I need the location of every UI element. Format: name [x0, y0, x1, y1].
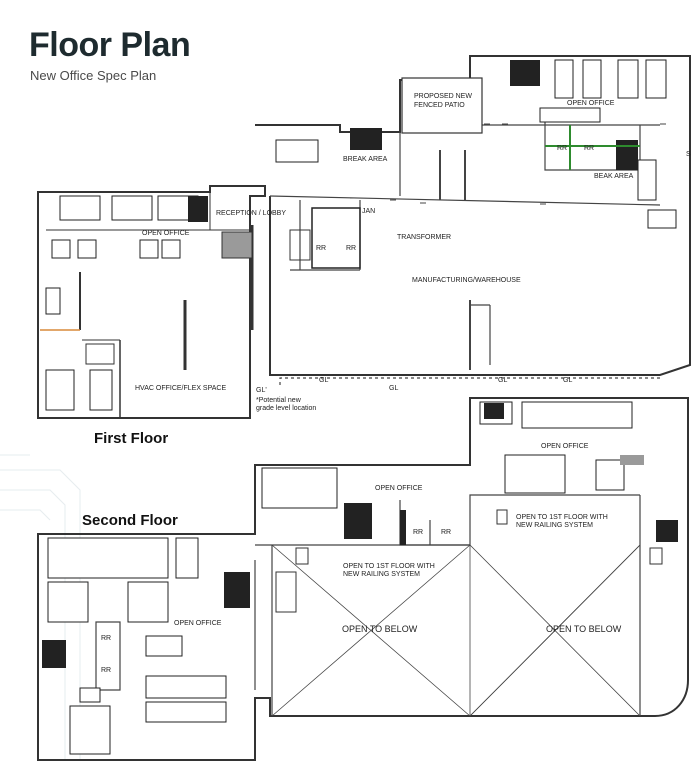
second-floor-interior	[95, 494, 641, 717]
page-subtitle: New Office Spec Plan	[30, 68, 157, 83]
first-floor-plan	[37, 55, 691, 419]
break-area-accent	[545, 125, 640, 170]
open-to-1st-left-line2: NEW RAILING SYSTEM	[343, 571, 420, 578]
second-floor-elevator	[295, 547, 309, 565]
first-floor-interior	[269, 122, 661, 385]
rr-label-1: RR	[557, 145, 567, 152]
rr-label-sf-2: RR	[441, 529, 451, 536]
break-area-label: BREAK AREA	[343, 156, 388, 163]
warehouse-label: MANUFACTURING/WAREHOUSE	[412, 277, 521, 284]
gl-label-2: GL	[389, 385, 398, 392]
patio-area	[401, 77, 483, 134]
reception-stair-block	[221, 231, 253, 259]
jan-label: JAN	[362, 208, 375, 215]
transformer-label: TRANSFORMER	[397, 234, 451, 241]
second-floor-desks	[47, 401, 633, 755]
hvac-label: HVAC OFFICE/FLEX SPACE	[135, 385, 226, 392]
open-office-label-sf-mid: OPEN OFFICE	[375, 485, 423, 492]
first-floor-dashed-markers	[350, 123, 666, 205]
background-decoration	[0, 454, 81, 760]
second-floor-label: Second Floor	[82, 512, 178, 529]
reception-label: RECEPTION / LOBBY	[216, 210, 286, 217]
open-to-1st-left-line1: OPEN TO 1ST FLOOR WITH	[343, 563, 435, 570]
first-floor-desks	[45, 59, 677, 411]
open-office-label-upper: OPEN OFFICE	[567, 100, 615, 107]
rr-label-2: RR	[584, 145, 594, 152]
rr-label-3: RR	[316, 245, 326, 252]
first-floor-label: First Floor	[94, 430, 169, 447]
patio-label-line2: FENCED PATIO	[414, 102, 465, 109]
gl-note-line1: GL'	[256, 387, 267, 394]
first-floor-stairs	[85, 343, 115, 365]
open-to-1st-right-line2: NEW RAILING SYSTEM	[516, 522, 593, 529]
open-to-below-right: OPEN TO BELOW	[546, 624, 622, 634]
gl-label-4: GL	[563, 377, 572, 384]
rr-label-sf-1: RR	[413, 529, 423, 536]
second-floor-stairs	[275, 571, 297, 613]
edge-s-label: S	[686, 151, 691, 158]
first-floor-dark-fixtures	[188, 60, 638, 269]
open-to-1st-right-line1: OPEN TO 1ST FLOOR WITH	[516, 514, 608, 521]
rr-label-sf-3: RR	[101, 635, 111, 642]
second-floor-plan	[37, 397, 689, 761]
rr-label-sf-4: RR	[101, 667, 111, 674]
second-floor-dark-fixtures	[42, 403, 678, 668]
beak-area-label: BEAK AREA	[594, 173, 634, 180]
first-floor-stairs-2	[289, 229, 311, 261]
gl-note-line3: grade level location	[256, 405, 316, 412]
gl-label-1: GL	[319, 377, 328, 384]
page-title: Floor Plan	[29, 26, 191, 64]
open-to-below-left: OPEN TO BELOW	[342, 624, 418, 634]
patio-label-line1: PROPOSED NEW	[414, 93, 472, 100]
railing-marker	[496, 509, 508, 525]
open-office-label-left: OPEN OFFICE	[142, 230, 190, 237]
open-office-label-sf-right: OPEN OFFICE	[541, 443, 589, 450]
rr-label-4: RR	[346, 245, 356, 252]
open-office-label-sf-left: OPEN OFFICE	[174, 620, 222, 627]
gl-label-3: GL	[498, 377, 507, 384]
gl-note-line2: *Potential new	[256, 397, 302, 404]
second-floor-elevator-2	[649, 547, 663, 565]
